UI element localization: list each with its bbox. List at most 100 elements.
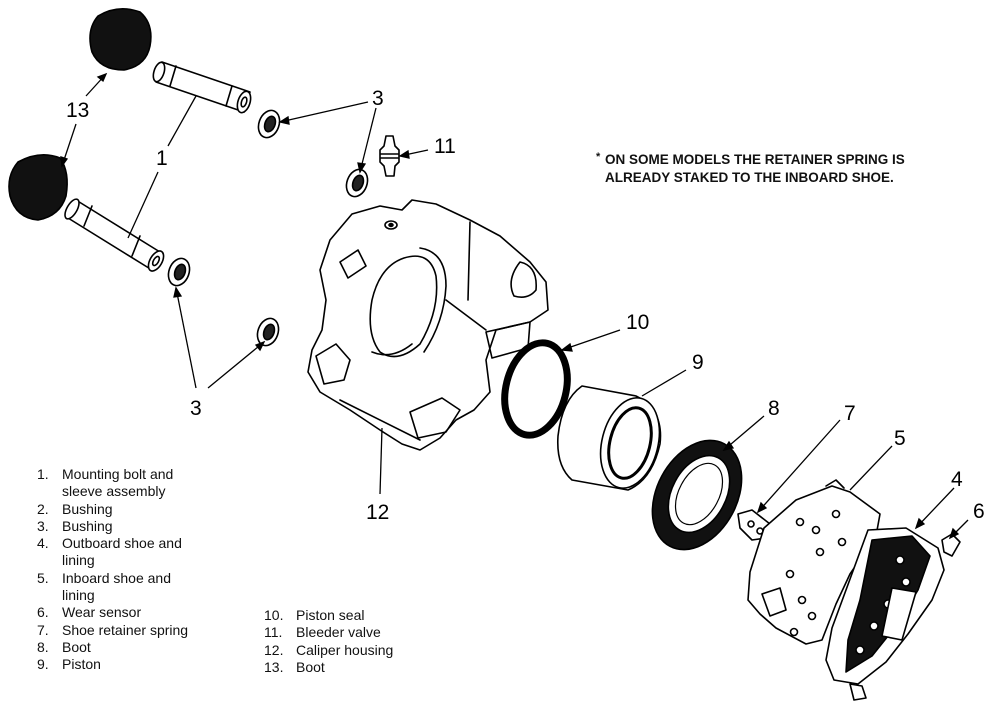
piston-seal: [501, 339, 571, 439]
legend-number: 3.: [37, 517, 49, 534]
note-line-2: ALREADY STAKED TO THE INBOARD SHOE.: [605, 170, 894, 185]
callout-9: 9: [692, 351, 704, 374]
arrow-11: [398, 149, 410, 159]
legend-label: Inboard shoe and: [62, 569, 171, 586]
leader-1-lower: [127, 171, 159, 239]
bushing-a: [257, 109, 281, 139]
legend-label: Piston: [62, 656, 101, 673]
legend-item: 7. Shoe retainer spring: [37, 622, 237, 639]
callout-13: 13: [66, 99, 90, 122]
legend-item: 3. Bushing: [37, 518, 237, 535]
legend-label: Wear sensor: [62, 604, 142, 621]
legend-item: 10. Piston seal: [264, 607, 464, 624]
legend-label: Bushing: [62, 517, 113, 534]
bushing-c: [167, 257, 191, 287]
leader-1-upper: [167, 95, 197, 147]
legend-number: 5.: [37, 569, 49, 586]
leader-3-bottom-a: [175, 287, 197, 389]
note-marker: *: [596, 151, 601, 163]
arrow-13-upper: [96, 72, 108, 83]
leader-10: [561, 329, 621, 351]
legend-item: 12. Caliper housing: [264, 642, 464, 659]
leader-7: [757, 419, 841, 513]
legend-item: 2. Bushing: [37, 501, 237, 518]
leader-12: [379, 427, 383, 495]
legend-number: 1.: [37, 466, 49, 482]
callout-1: 1: [156, 147, 168, 170]
arrow-3-top-b: [357, 162, 367, 174]
inboard-shoe: [747, 479, 881, 645]
arrow-3-bottom-a: [173, 286, 183, 298]
parts-legend-right: 10. Piston seal 11. Bleeder valve 12. Ca…: [264, 607, 464, 676]
legend-label: Piston seal: [296, 607, 365, 623]
legend-label-continued: lining: [62, 587, 95, 604]
arrow-6: [948, 527, 960, 540]
caliper-housing: [307, 199, 549, 451]
leader-9: [641, 369, 687, 397]
arrow-3-bottom-b: [254, 340, 266, 352]
arrow-3-top: [278, 115, 290, 125]
callout-11: 11: [434, 135, 456, 158]
leader-4: [915, 487, 955, 529]
parts-legend-left: 1. Mounting bolt and sleeve assembly 2. …: [37, 466, 237, 674]
mounting-bolt-upper: [152, 61, 252, 114]
bushing-b: [345, 168, 369, 198]
legend-number: 4.: [37, 535, 49, 552]
legend-label: Caliper housing: [296, 641, 394, 658]
piston-boot: [651, 439, 743, 551]
legend-label: Bushing: [62, 500, 113, 517]
legend-item: 5. Inboard shoe and lining: [37, 570, 237, 605]
callout-10: 10: [626, 311, 650, 334]
note-line-1: ON SOME MODELS THE RETAINER SPRING IS: [605, 152, 905, 167]
callout-3-top: 3: [372, 87, 384, 110]
leader-3-bottom-b: [207, 341, 265, 389]
bleeder-valve: [379, 135, 400, 177]
leader-3-top-b: [359, 107, 377, 173]
callout-12: 12: [366, 501, 390, 524]
leader-3-top: [279, 101, 369, 123]
legend-number: 11.: [264, 624, 283, 641]
legend-number: 12.: [264, 641, 284, 658]
arrow-8: [722, 440, 735, 451]
callout-7: 7: [844, 402, 856, 425]
piston: [556, 385, 662, 491]
legend-item: 11. Bleeder valve: [264, 624, 464, 641]
callout-4: 4: [951, 468, 963, 491]
legend-label: Boot: [296, 658, 325, 675]
arrow-4: [914, 517, 926, 530]
legend-number: 10.: [264, 607, 284, 623]
legend-number: 7.: [37, 621, 49, 638]
legend-label-continued: lining: [62, 552, 95, 569]
callout-8: 8: [768, 397, 780, 420]
bushing-d: [256, 317, 280, 347]
legend-number: 6.: [37, 604, 49, 621]
legend-item: 8. Boot: [37, 639, 237, 656]
legend-label: Mounting bolt and: [62, 466, 174, 482]
legend-label-continued: sleeve assembly: [62, 483, 166, 500]
legend-number: 8.: [37, 638, 49, 655]
legend-number: 13.: [264, 658, 284, 675]
legend-item: 4. Outboard shoe and lining: [37, 535, 237, 570]
boot-lower-part: [8, 154, 68, 221]
legend-item: 9. Piston: [37, 656, 237, 673]
arrow-7: [756, 501, 768, 514]
retainer-spring-note: * ON SOME MODELS THE RETAINER SPRING IS …: [596, 151, 905, 187]
callout-5: 5: [894, 427, 906, 450]
legend-item: 6. Wear sensor: [37, 604, 237, 621]
legend-label: Shoe retainer spring: [62, 621, 189, 638]
legend-item: 13. Boot: [264, 659, 464, 676]
legend-number: 2.: [37, 500, 49, 517]
callout-6: 6: [973, 500, 985, 523]
leader-5: [849, 445, 893, 491]
legend-number: 9.: [37, 656, 49, 673]
mounting-bolt-lower: [64, 198, 165, 272]
callout-3-bottom: 3: [190, 397, 202, 420]
arrow-13-lower: [60, 156, 69, 168]
legend-label: Boot: [62, 638, 91, 655]
outboard-shoe: [825, 527, 945, 701]
legend-label: Outboard shoe and: [62, 535, 182, 552]
boot-upper-part: [89, 8, 152, 71]
arrow-10: [560, 342, 573, 352]
